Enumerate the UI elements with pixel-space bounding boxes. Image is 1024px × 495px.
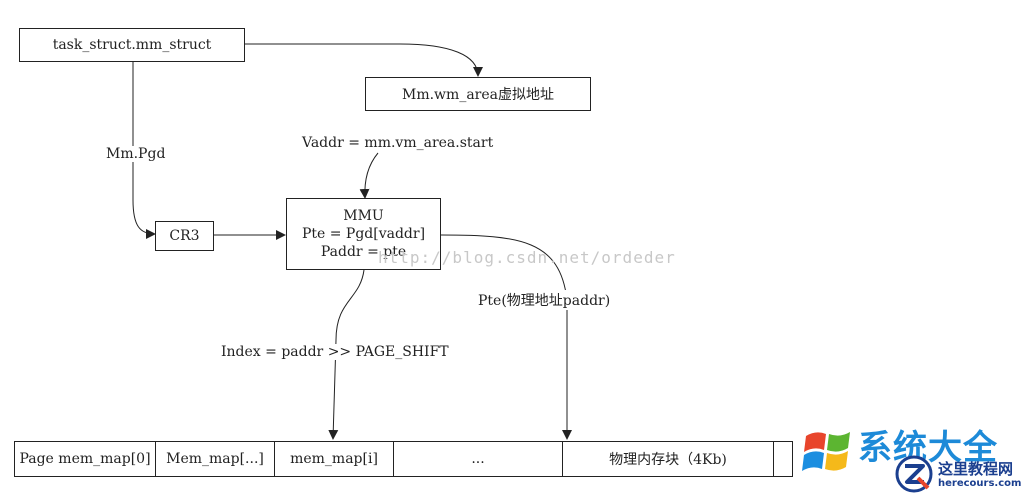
cr3-label: CR3 (169, 228, 200, 244)
site-logo: 系统大全 这里教程网 herecours.com (798, 418, 1024, 495)
mmu-title: MMU (343, 208, 384, 224)
memmap-cell-dots: ... (393, 441, 563, 477)
edge-label-vaddr: Vaddr = mm.vm_area.start (300, 135, 496, 151)
watermark-text: http://blog.csdn.net/ordeder (378, 248, 676, 267)
arrow-mmu-to-memmap (328, 269, 365, 440)
memory-map-row: Page mem_map[0] Mem_map[...] mem_map[i] … (14, 441, 793, 477)
memmap-cell-ellipsis: Mem_map[...] (155, 441, 275, 477)
task-struct-node: task_struct.mm_struct (19, 28, 245, 62)
vm-area-node: Mm.wm_area虚拟地址 (365, 77, 591, 111)
edge-label-pte-paddr: Pte(物理地址paddr) (476, 290, 613, 310)
arrow-mmu-to-physical (440, 234, 572, 440)
memmap-cell-0: Page mem_map[0] (14, 441, 156, 477)
logo-sub-text: 这里教程网 (938, 460, 1014, 478)
vm-area-label: Mm.wm_area虚拟地址 (402, 87, 554, 103)
arrow-task-to-vmarea (245, 43, 483, 77)
windows-flag-icon (802, 432, 850, 471)
logo-url-text: herecours.com (938, 478, 1022, 489)
mmu-line-pte: Pte = Pgd[vaddr] (301, 226, 426, 242)
edge-label-mm-pgd: Mm.Pgd (104, 146, 168, 162)
arrow-vaddr-to-mmu (359, 152, 379, 199)
arrow-task-to-cr3 (132, 61, 156, 239)
edge-label-index: Index = paddr >> PAGE_SHIFT (219, 344, 451, 360)
physical-memory-block-cell: 物理内存块（4Kb) (562, 441, 774, 477)
cr3-node: CR3 (155, 221, 214, 251)
task-struct-label: task_struct.mm_struct (52, 37, 212, 53)
mmu-line-paddr: Paddr = pte (320, 244, 407, 260)
logo-main-text: 系统大全 (858, 428, 998, 468)
logo-z-icon (895, 455, 933, 493)
mmu-node: MMU Pte = Pgd[vaddr] Paddr = pte (286, 198, 441, 270)
memmap-cell-i: mem_map[i] (274, 441, 394, 477)
memmap-cell-last (773, 441, 793, 477)
